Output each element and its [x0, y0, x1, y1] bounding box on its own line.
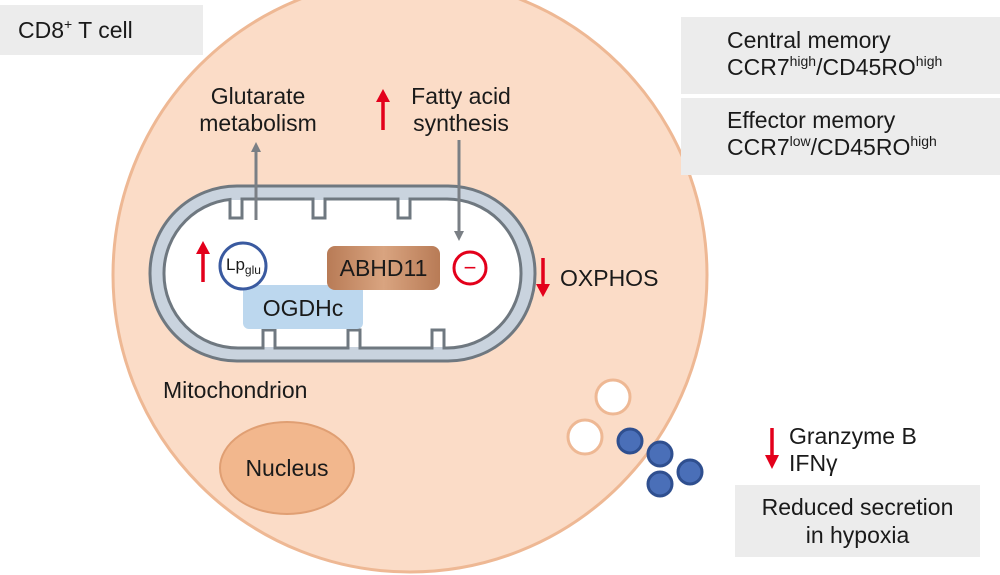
ogdhc-box	[243, 285, 363, 329]
central-memory-box	[681, 17, 1000, 94]
up-arrow-icon	[196, 241, 210, 282]
granule	[616, 427, 644, 455]
vesicle	[566, 418, 604, 456]
mitochondrion-label: Mitochondrion	[163, 377, 308, 403]
cell-title: CD8+ T cell	[18, 16, 133, 43]
cell-title-box	[0, 5, 203, 55]
fatty-acid-label: Fatty acid synthesis	[411, 83, 511, 136]
up-arrow-icon	[376, 89, 390, 130]
glutarate-label: Glutarate metabolism	[199, 83, 317, 136]
cristae	[228, 199, 446, 348]
granule	[646, 440, 674, 468]
granule	[676, 458, 704, 486]
down-arrow-icon	[536, 258, 550, 297]
lp-glu-circle	[218, 241, 268, 291]
oxphos-label: OXPHOS	[560, 265, 659, 291]
effector-memory-label: Effector memory CCR7low/CD45ROhigh	[727, 107, 937, 160]
effector-memory-box	[681, 98, 1000, 175]
abhd11-label: ABHD11	[339, 255, 428, 281]
nucleus	[219, 421, 355, 515]
nucleus-label: Nucleus	[245, 455, 329, 481]
granule	[646, 470, 674, 498]
vesicle	[594, 378, 632, 416]
down-arrow-icon	[765, 428, 779, 469]
inhibit-symbol: −	[463, 255, 477, 280]
central-memory-label: Central memory CCR7high/CD45ROhigh	[727, 27, 943, 80]
hypoxia-note-box	[735, 485, 980, 557]
hypoxia-note: Reduced secretion in hypoxia	[761, 494, 954, 548]
abhd11-box	[327, 246, 440, 290]
ogdhc-label: OGDHc	[262, 295, 344, 321]
inhibit-circle	[452, 250, 488, 286]
lp-glu-label: Lpglu	[226, 255, 261, 277]
secreted-factors-label: Granzyme B IFNγ	[789, 423, 917, 476]
